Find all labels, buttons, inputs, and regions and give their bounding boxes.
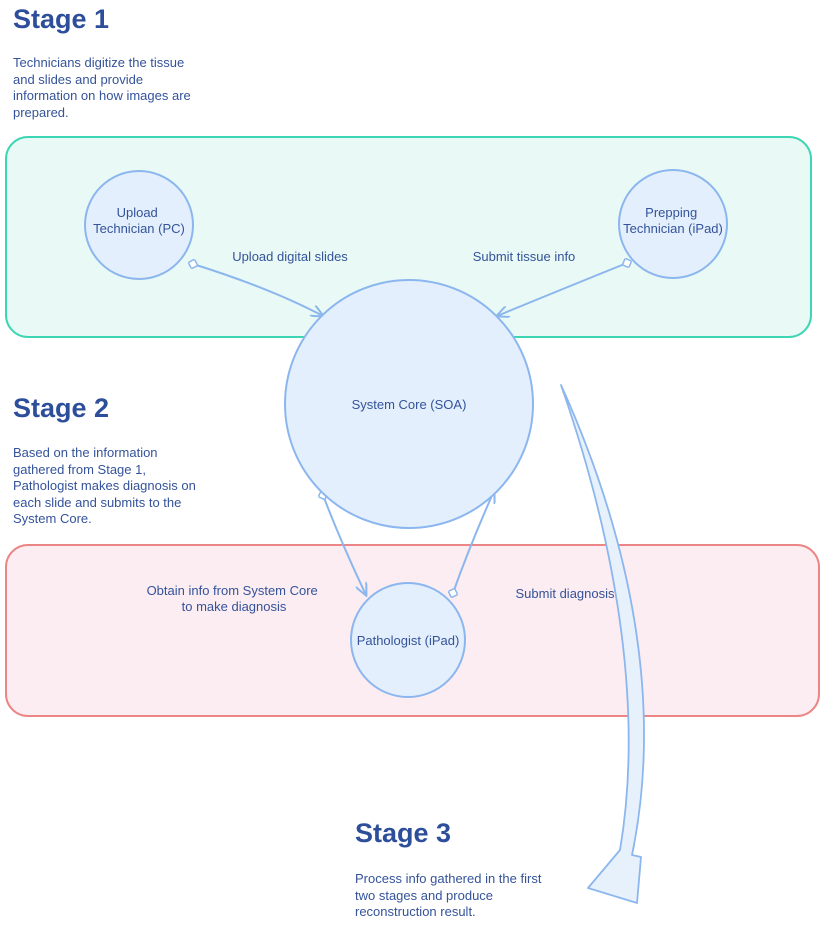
description-line: two stages and produce: [355, 887, 494, 903]
description-line: Technicians digitize the tissue: [13, 55, 185, 70]
edge-prepping-to-core: [497, 263, 627, 316]
description-line: information on how images are: [13, 88, 191, 103]
pathologist-label: Pathologist (iPad): [357, 633, 460, 648]
description-line: prepared.: [13, 104, 69, 120]
edge-pathologist-to-core: [453, 491, 494, 593]
description-line: gathered from Stage 1,: [13, 461, 146, 477]
description-line: Pathologist makes diagnosis on: [13, 478, 196, 493]
stage3-description: Process info gathered in the first two s…: [355, 871, 595, 921]
system-core-label: System Core (SOA): [352, 397, 467, 412]
stage3-title: Stage 3: [355, 818, 452, 848]
stage2-title: Stage 2: [13, 393, 110, 423]
description-line: Based on the information: [13, 445, 158, 460]
edge-upload-to-core: [193, 264, 323, 316]
description-line: reconstruction result.: [355, 904, 476, 919]
pathologist-node: [350, 582, 466, 698]
stage3-flow-arrow: [560, 384, 645, 904]
upload-technician-label: Upload Technician (PC): [93, 205, 185, 236]
obtain-info-label: Obtain info from System Core to make dia…: [147, 583, 322, 614]
stage1-description: Technicians digitize the tissue and slid…: [13, 55, 243, 121]
prepping-technician-label: Prepping Technician (iPad): [623, 205, 723, 236]
submit-tissue-label: Submit tissue info: [473, 249, 576, 264]
description-line: each slide and submits to the: [13, 494, 182, 510]
submit-diagnosis-label: Submit diagnosis: [516, 586, 615, 601]
upload-slides-label: Upload digital slides: [232, 249, 348, 264]
description-line: Process info gathered in the first: [355, 871, 542, 886]
prepping-technician-node: [618, 169, 728, 279]
upload-technician-node: [84, 170, 194, 280]
description-line: and slides and provide: [13, 71, 144, 87]
description-line: System Core.: [13, 511, 92, 526]
stage2-description: Based on the information gathered from S…: [13, 445, 243, 528]
system-core-node: [284, 279, 534, 529]
stage1-title: Stage 1: [13, 4, 110, 34]
edge-core-to-pathologist: [323, 495, 366, 595]
